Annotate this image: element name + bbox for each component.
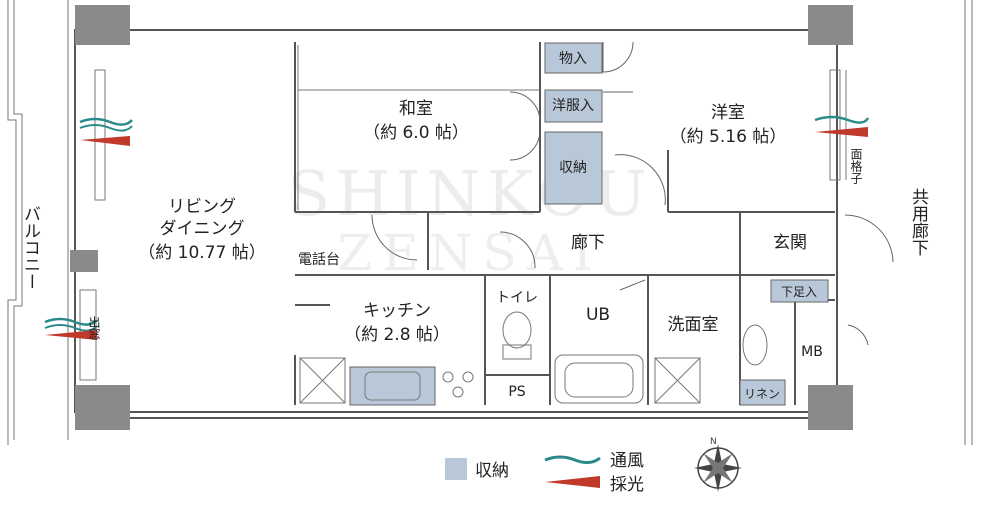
legend-light-label: 採光 [610, 475, 644, 495]
balcony-label: バルコニー [20, 205, 40, 290]
common-corridor-label: 共用廊下 [908, 188, 929, 256]
legend-ventilation-label: 通風 [610, 451, 644, 471]
getabako-label: 下足入 [781, 285, 817, 299]
stove-burner-icon [452, 386, 464, 398]
stove-burner-icon [442, 371, 454, 383]
storage-linen [739, 379, 786, 406]
entrance-label: 玄関 [773, 233, 807, 253]
pillar-bottom-right [808, 385, 853, 430]
storage-youfukuire [544, 89, 603, 123]
pillar-bottom-left [75, 385, 130, 430]
doors [371, 41, 894, 346]
storage-getabako [770, 279, 829, 303]
window-out-label: 出窓 [87, 316, 101, 340]
kitchen-fixtures [299, 357, 474, 404]
washroom-label: 洗面室 [668, 315, 719, 335]
toilet-icon [502, 311, 532, 349]
storage-monoire [544, 42, 603, 74]
compass-icon: N [694, 437, 742, 492]
watermark-text-2: ZENSAI [337, 224, 602, 282]
youfukuire-label: 洋服入 [552, 98, 594, 114]
washitsu-label: 和室 [399, 99, 433, 119]
storage-areas [349, 42, 829, 406]
living-label-2: ダイニング [160, 219, 245, 239]
pillar-top-left [75, 5, 130, 45]
fridge-icon [299, 357, 346, 404]
bath-fixtures [502, 311, 768, 404]
legend-light-icon [545, 476, 600, 488]
exterior-walls [70, 5, 853, 430]
kitchen-label: キッチン [363, 301, 431, 321]
sink-icon [364, 371, 421, 401]
ps-label: PS [508, 384, 525, 400]
balcony-railing [7, 0, 973, 445]
living-label-1: リビング [168, 197, 236, 217]
kitchen-counter [349, 366, 436, 406]
toilet-label: トイレ [496, 290, 538, 306]
washer-icon [654, 357, 701, 404]
pillar-mid-left [70, 250, 98, 272]
youshitsu-size: （約 5.16 帖） [670, 127, 787, 147]
compass-north-label: N [710, 437, 717, 447]
bathtub-icon [554, 354, 644, 404]
mb-label: MB [801, 344, 823, 360]
lattice-label: 面格子 [849, 148, 863, 184]
balcony-windows [79, 69, 847, 381]
stove-burner-icon [462, 371, 474, 383]
storage-shuunou [544, 131, 603, 205]
pillar-top-right [808, 5, 853, 45]
kitchen-size: （約 2.8 帖） [344, 325, 450, 345]
youshitsu-label: 洋室 [711, 103, 745, 123]
shuunou-label: 収納 [559, 160, 587, 176]
legend-storage-swatch [445, 458, 467, 480]
legend: 収納 通風 採光 [445, 451, 644, 495]
legend-ventilation-icon [544, 455, 601, 465]
toilet-tank-icon [502, 344, 532, 360]
washbasin-icon [742, 324, 768, 366]
airflow-arrows [44, 115, 870, 340]
legend-storage-label: 収納 [475, 461, 509, 481]
phone-stand-label: 電話台 [298, 251, 340, 268]
linen-label: リネン [744, 387, 780, 401]
bath-label: UB [586, 305, 610, 325]
monoire-label: 物入 [559, 51, 587, 67]
living-size: （約 10.77 帖） [138, 243, 265, 263]
corridor-label: 廊下 [571, 233, 605, 253]
washitsu-size: （約 6.0 帖） [363, 123, 469, 143]
